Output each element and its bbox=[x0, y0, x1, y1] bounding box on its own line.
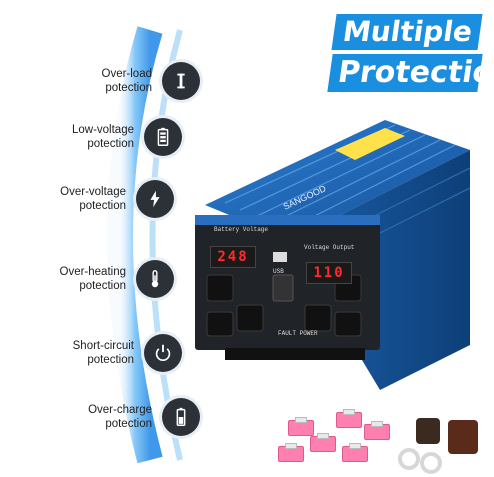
feature-title: Over-load bbox=[101, 67, 153, 80]
ac-outlet bbox=[206, 274, 234, 302]
feature-subtitle: potection bbox=[87, 138, 134, 150]
feature-overload: Over-load potection bbox=[40, 62, 200, 100]
feature-subtitle: potection bbox=[79, 280, 126, 292]
feature-subtitle: potection bbox=[87, 354, 134, 366]
terminal-cap bbox=[416, 418, 440, 444]
feature-subtitle: potection bbox=[79, 200, 126, 212]
feature-title: Low-voltage bbox=[71, 123, 134, 136]
feature-short-circuit: Short-circuit potection bbox=[22, 334, 182, 372]
overload-icon bbox=[162, 62, 200, 100]
feature-over-voltage: Over-voltage potection bbox=[14, 180, 174, 218]
feature-over-heating: Over-heating potection bbox=[14, 260, 174, 298]
feature-low-voltage: Low-voltage potection bbox=[22, 118, 182, 156]
voltage-output-label: Voltage Output bbox=[304, 244, 355, 251]
fuse bbox=[364, 421, 390, 440]
power-icon bbox=[144, 334, 182, 372]
feature-title: Short-circuit bbox=[72, 339, 134, 352]
ac-outlet bbox=[206, 311, 234, 337]
feature-subtitle: potection bbox=[105, 82, 152, 94]
battery-voltage-display: 248 bbox=[210, 246, 256, 268]
fuse bbox=[278, 443, 304, 462]
feature-over-charge: Over-charge potection bbox=[40, 398, 200, 436]
banner-line-2: Protection bbox=[327, 54, 494, 92]
feature-title: Over-charge bbox=[88, 403, 152, 416]
lightning-bolt-icon bbox=[136, 180, 174, 218]
ac-outlet bbox=[304, 304, 332, 332]
washer bbox=[420, 452, 442, 474]
ac-outlet bbox=[334, 311, 362, 337]
inverter-device: SANGOOD bbox=[195, 120, 471, 390]
title-banner: Multiple Protection bbox=[327, 14, 494, 92]
power-switch bbox=[272, 274, 294, 302]
washer bbox=[398, 448, 420, 470]
battery-full-icon bbox=[162, 398, 200, 436]
fuse bbox=[310, 433, 336, 452]
banner-line-1: Multiple bbox=[331, 14, 483, 50]
fuse bbox=[336, 409, 362, 428]
fuse bbox=[342, 443, 368, 462]
fault-power-label: FAULT POWER bbox=[278, 330, 318, 337]
terminal-cap bbox=[448, 420, 478, 454]
thermometer-icon bbox=[136, 260, 174, 298]
fuse bbox=[288, 417, 314, 436]
battery-voltage-label: Battery Voltage bbox=[214, 226, 269, 233]
battery-icon bbox=[144, 118, 182, 156]
feature-title: Over-voltage bbox=[60, 185, 126, 198]
voltage-output-display: 110 bbox=[306, 262, 352, 284]
usb-port bbox=[273, 252, 287, 262]
usb-label: USB bbox=[273, 268, 284, 275]
feature-subtitle: potection bbox=[105, 418, 152, 430]
ac-outlet bbox=[236, 304, 264, 332]
feature-title: Over-heating bbox=[59, 265, 126, 278]
